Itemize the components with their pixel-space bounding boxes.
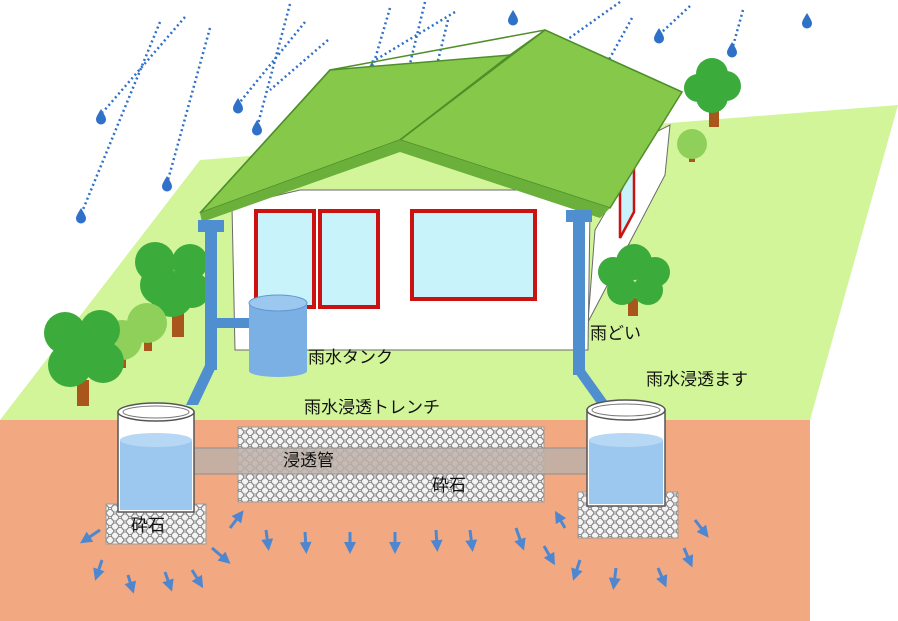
- raindrop-icon: [508, 10, 518, 26]
- seepage-arrow-icon: [542, 545, 555, 566]
- gravel-basin-label: 砕石: [131, 516, 165, 536]
- raindrop-icon: [162, 176, 172, 192]
- seepage-arrow-icon: [656, 567, 668, 588]
- seepage-arrow-icon: [261, 529, 274, 551]
- seepage-arrow-icon: [608, 567, 621, 590]
- seepage-arrow-icon: [430, 529, 443, 552]
- seepage-arrow-icon: [682, 547, 694, 568]
- seepage-arrow-icon: [124, 574, 136, 594]
- infiltration-pipe-label: 浸透管: [283, 451, 334, 471]
- tree-icon: [44, 310, 124, 406]
- tree-icon: [135, 242, 210, 337]
- seepage-arrow-icon: [693, 519, 709, 538]
- seepage-arrow-icon: [465, 529, 478, 552]
- window: [254, 209, 316, 309]
- seepage-arrow-icon: [514, 527, 526, 551]
- rain-tank-label: 雨水タンク: [308, 348, 393, 368]
- rain-tank: [248, 294, 308, 377]
- downspout-left: [186, 220, 252, 405]
- raindrop-icon: [76, 208, 86, 224]
- infiltration-basin-label: 雨水浸透ます: [646, 370, 748, 390]
- seepage-arrows: [80, 510, 709, 594]
- infiltration-trench-label: 雨水浸透トレンチ: [304, 398, 440, 418]
- infiltration-basin-right: [586, 399, 666, 507]
- seepage-arrow-icon: [228, 510, 244, 529]
- raindrop-icon: [96, 109, 106, 125]
- seepage-arrow-icon: [190, 569, 204, 589]
- downspout-right: [566, 210, 610, 405]
- raindrop-icon: [252, 120, 262, 136]
- infiltration-pipe: [187, 447, 601, 475]
- seepage-arrow-icon: [93, 559, 105, 581]
- tree-icon: [684, 58, 741, 127]
- seepage-arrow-icon: [299, 531, 312, 554]
- tree-icon: [598, 244, 670, 316]
- seepage-arrow-icon: [554, 510, 567, 529]
- seepage-arrow-icon: [162, 571, 174, 592]
- infiltration-basin-left: [117, 402, 195, 513]
- roof: [199, 29, 684, 222]
- window: [318, 209, 380, 309]
- seepage-arrow-icon: [80, 528, 101, 544]
- window: [410, 209, 537, 301]
- seepage-arrow-icon: [571, 559, 583, 581]
- raindrop-icon: [802, 13, 812, 29]
- gravel-trench-label: 砕石: [432, 476, 466, 496]
- shrub-icon: [677, 129, 707, 162]
- seepage-arrow-icon: [211, 546, 231, 564]
- downspout-label: 雨どい: [590, 324, 641, 344]
- raindrop-icon: [727, 42, 737, 58]
